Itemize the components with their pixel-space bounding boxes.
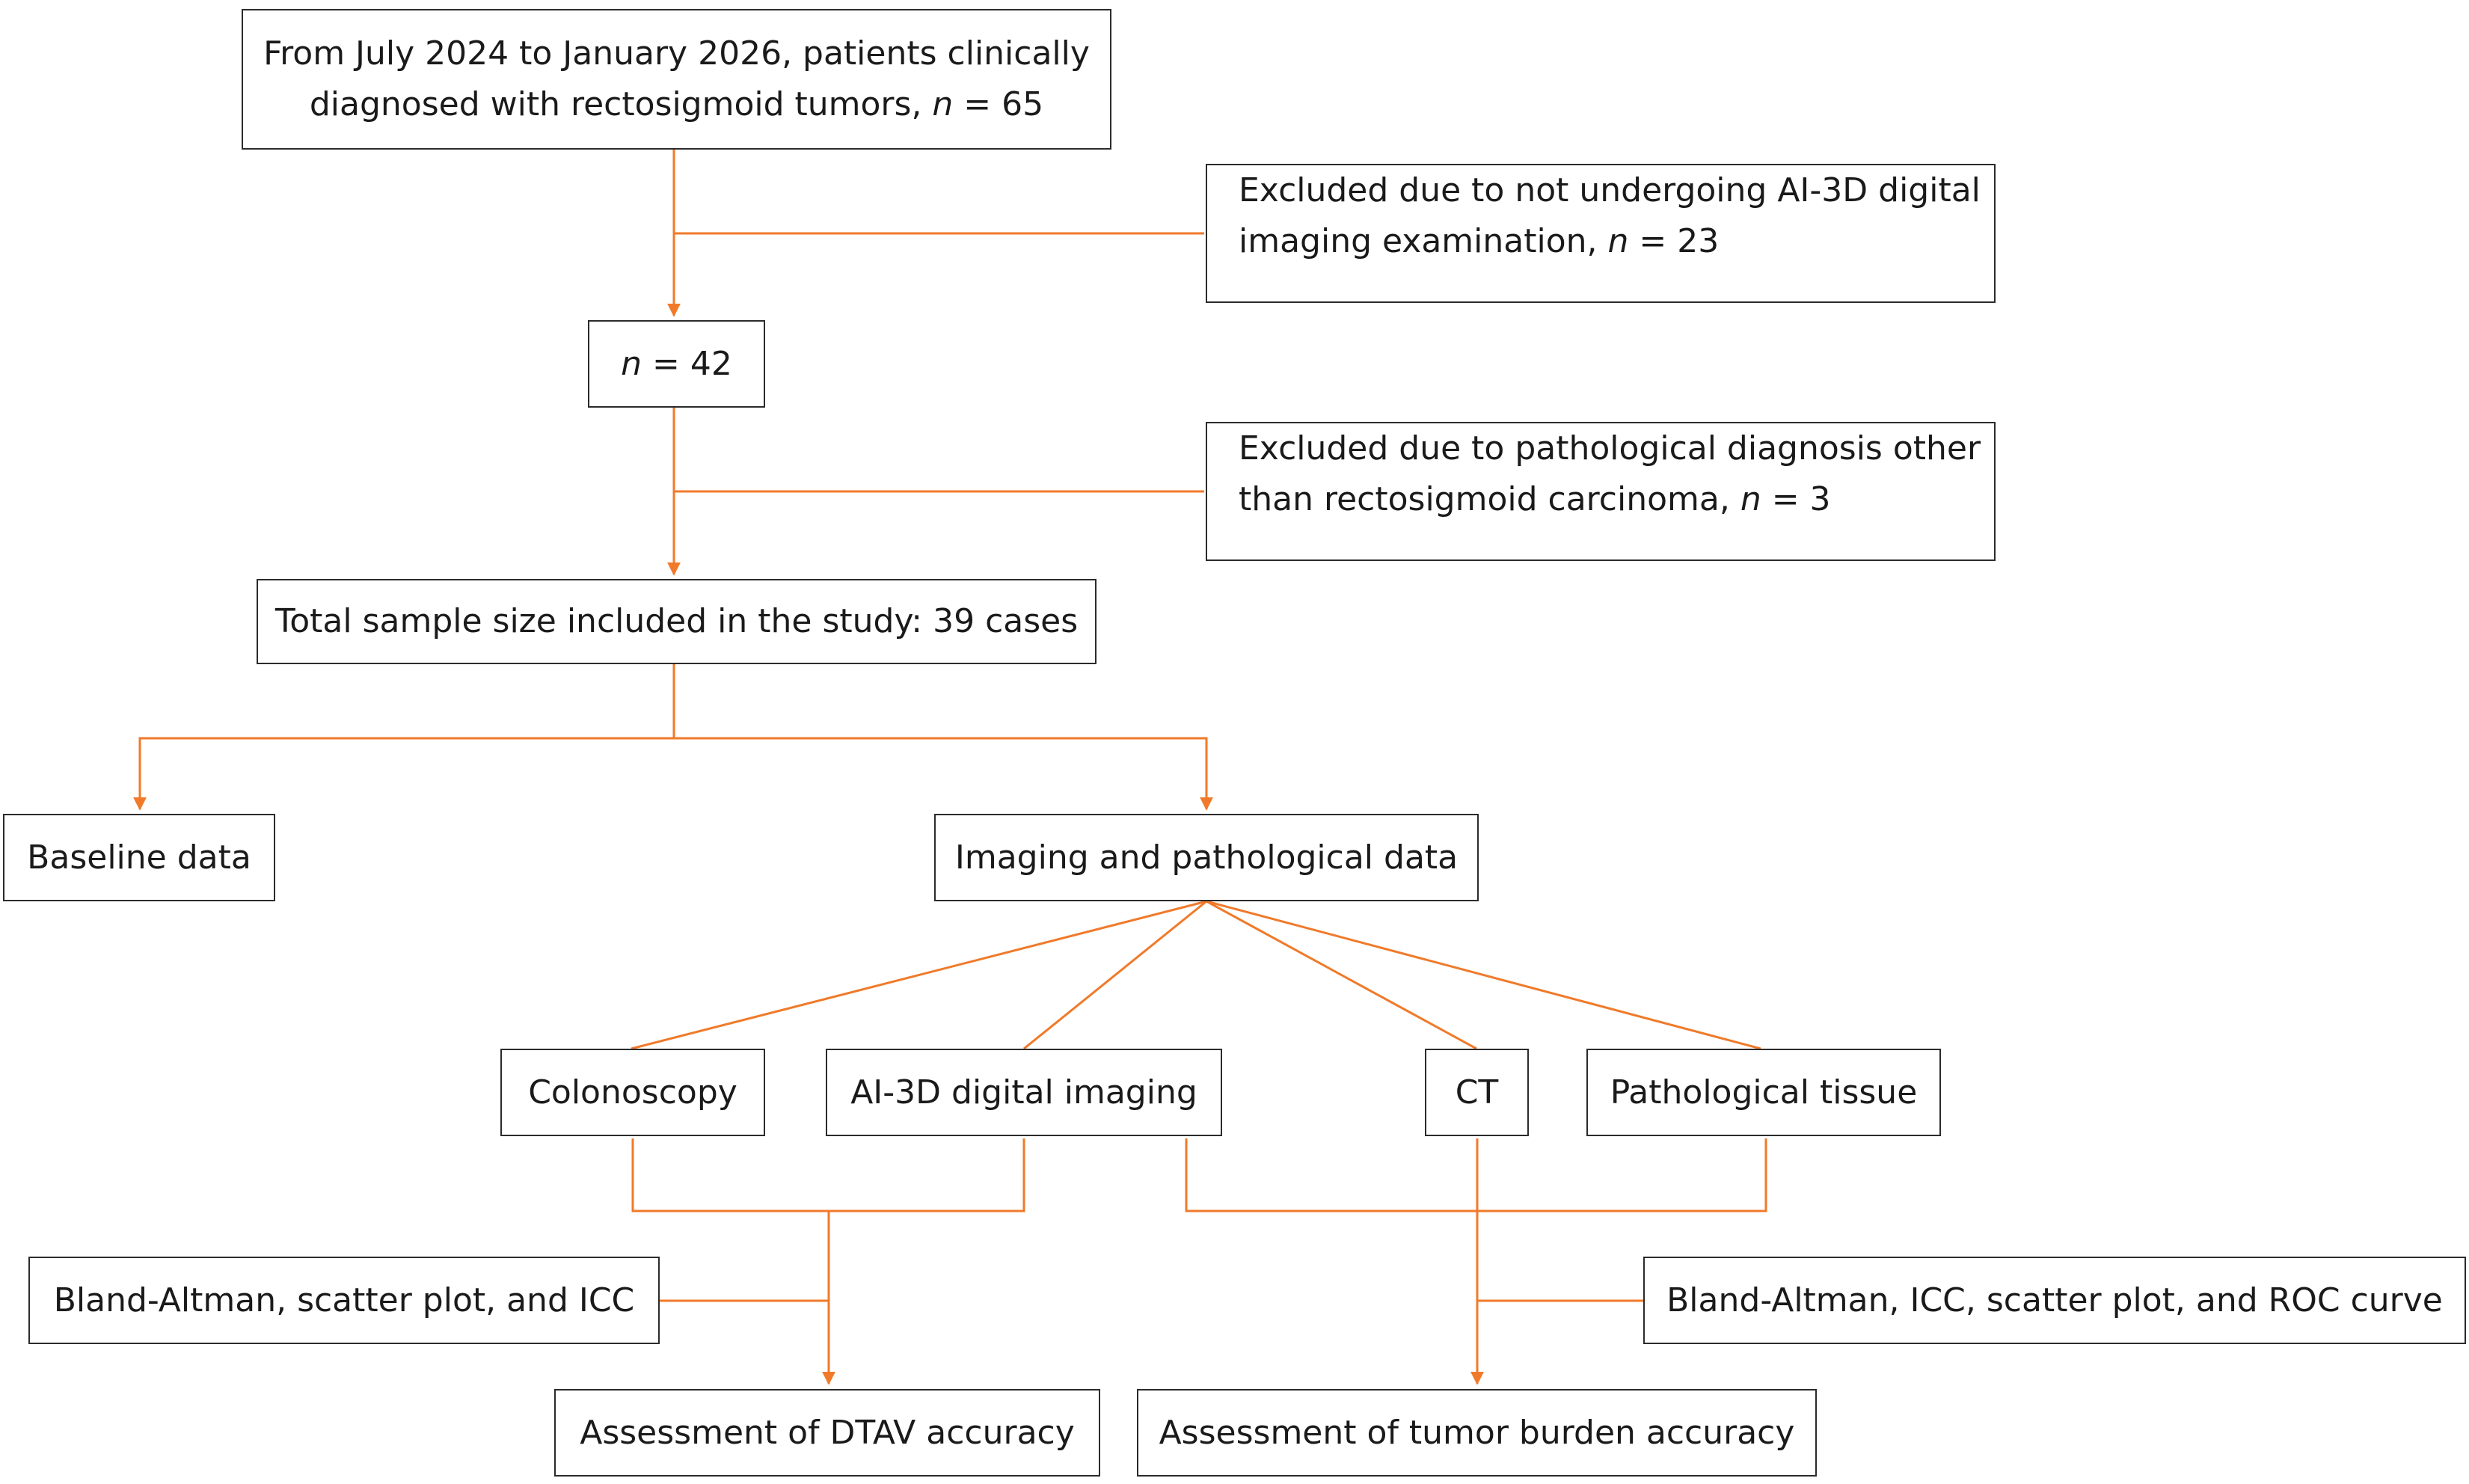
exclusion2-n-value: = 3 [1761,480,1831,518]
outcome-tumor-burden-text: Assessment of tumor burden accuracy [1159,1413,1795,1452]
exclusion1-line1: Excluded due to not undergoing AI-3D dig… [1239,171,1981,209]
imaging-pathological-text: Imaging and pathological data [954,838,1459,877]
ct-text: CT [1455,1073,1499,1112]
exclusion-box-2: Excluded due to pathological diagnosis o… [1206,422,1996,561]
connector-split-horizontal [138,737,1208,807]
methods-left-box: Bland-Altman, scatter plot, and ICC [28,1257,660,1344]
exclusion2-line1: Excluded due to pathological diagnosis o… [1239,429,1981,467]
connector-fan-ai3d [1023,900,1207,1050]
ct-box: CT [1425,1049,1529,1136]
pathological-tissue-box: Pathological tissue [1586,1049,1941,1136]
imaging-pathological-box: Imaging and pathological data [934,814,1479,901]
connector-fan-ct [1206,900,1477,1050]
start-n-symbol: n [932,85,954,123]
connector-merge-left [631,1138,1025,1212]
total-sample-text: Total sample size included in the study:… [274,602,1079,640]
exclusion1-n-symbol: n [1607,222,1629,260]
exclusion1-line2-prefix: imaging examination, [1239,222,1608,260]
outcome-dtav-box: Assessment of DTAV accuracy [554,1389,1100,1477]
methods-right-text: Bland-Altman, ICC, scatter plot, and ROC… [1666,1281,2443,1319]
outcome-dtav-text: Assessment of DTAV accuracy [580,1413,1075,1452]
methods-left-text: Bland-Altman, scatter plot, and ICC [53,1281,635,1319]
start-n-value: = 65 [953,85,1044,123]
connector-fan-colonoscopy [631,900,1207,1050]
baseline-box: Baseline data [3,814,275,901]
exclusion2-n-symbol: n [1740,480,1761,518]
methods-right-box: Bland-Altman, ICC, scatter plot, and ROC… [1643,1257,2466,1344]
start-line2-prefix: diagnosed with rectosigmoid tumors, [309,85,933,123]
start-box: From July 2024 to January 2026, patients… [242,9,1111,150]
total-sample-box: Total sample size included in the study:… [257,579,1097,664]
outcome-tumor-burden-box: Assessment of tumor burden accuracy [1137,1389,1817,1477]
n42-box: n = 42 [588,320,765,408]
colonoscopy-text: Colonoscopy [528,1073,737,1112]
n42-n-value: = 42 [642,344,732,383]
exclusion-box-1: Excluded due to not undergoing AI-3D dig… [1206,164,1996,303]
n42-n-symbol: n [621,344,642,383]
connector-fan-pathology [1206,900,1761,1050]
ai3d-imaging-box: AI-3D digital imaging [826,1049,1222,1136]
start-line1: From July 2024 to January 2026, patients… [263,34,1090,73]
colonoscopy-box: Colonoscopy [500,1049,765,1136]
exclusion2-line2-prefix: than rectosigmoid carcinoma, [1239,480,1740,518]
pathological-tissue-text: Pathological tissue [1610,1073,1918,1112]
exclusion1-n-value: = 23 [1628,222,1720,260]
baseline-text: Baseline data [27,838,251,877]
ai3d-imaging-text: AI-3D digital imaging [850,1073,1197,1112]
